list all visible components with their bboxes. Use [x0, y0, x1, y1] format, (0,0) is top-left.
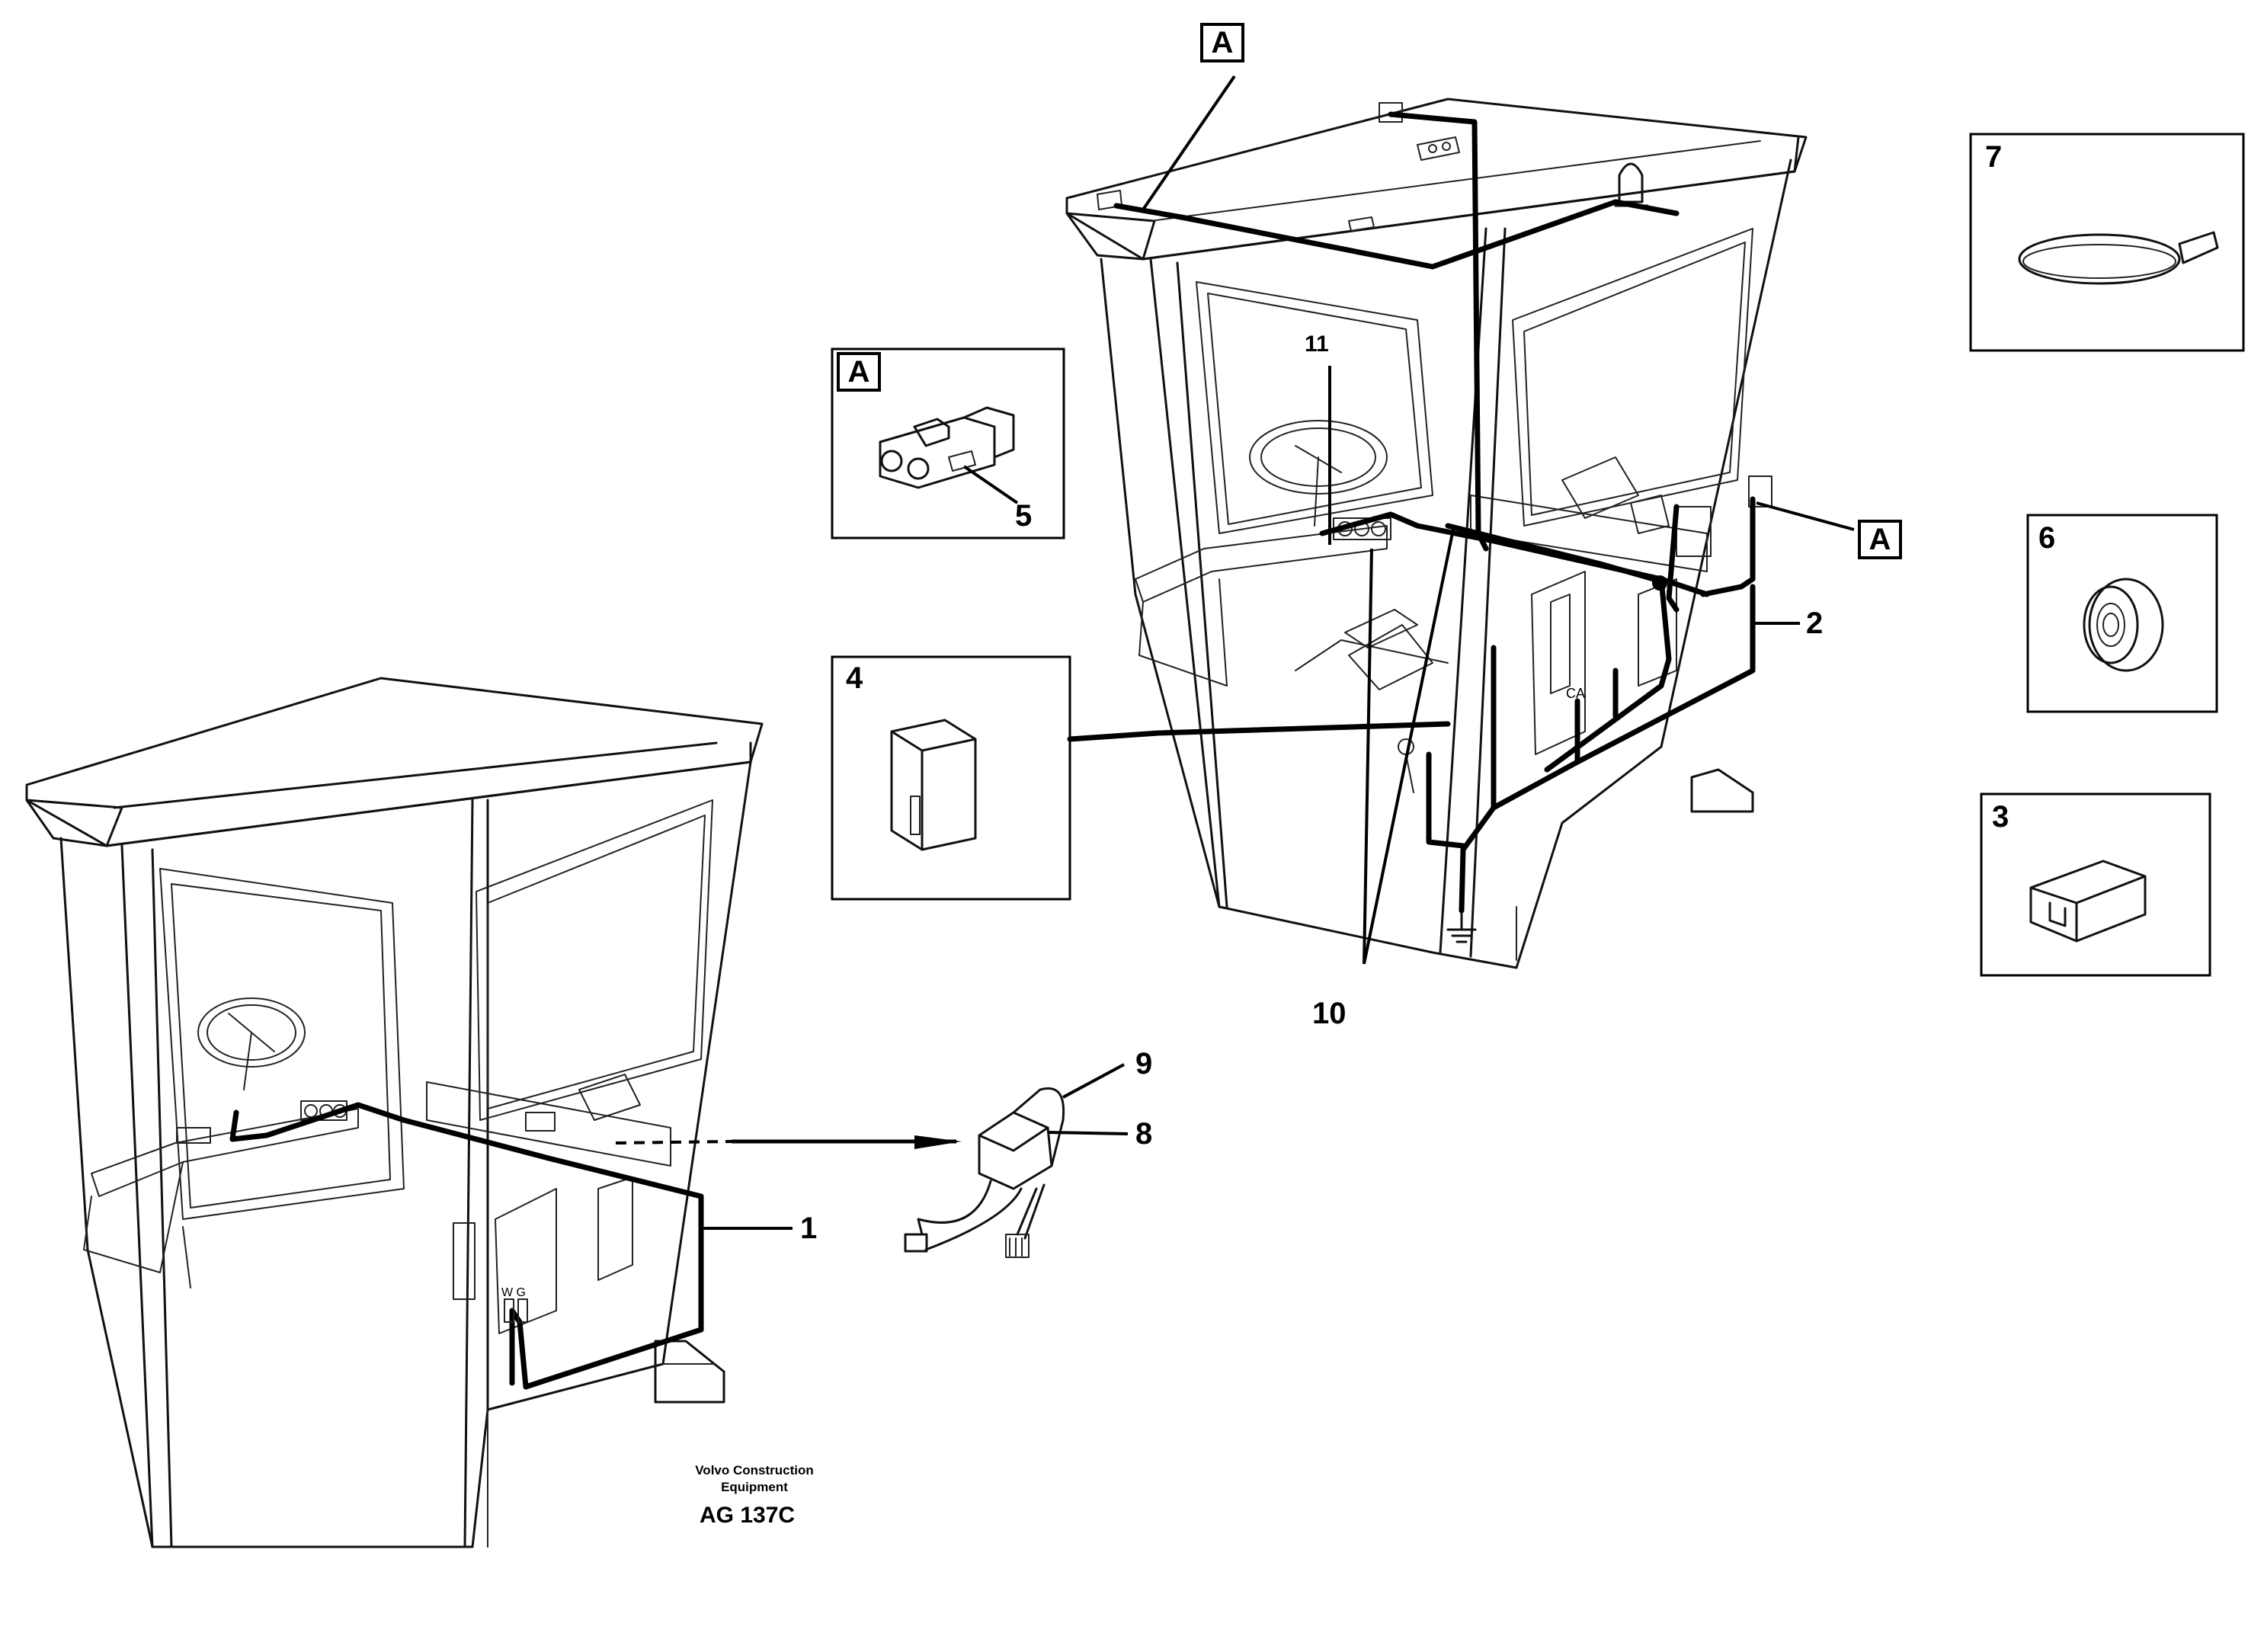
callout-11: 11: [1305, 331, 1329, 357]
footer-company-line1: Volvo Construction: [695, 1463, 814, 1478]
detail-box-item-4: [831, 655, 1071, 901]
callout-9: 9: [1135, 1047, 1153, 1081]
callout-8: 8: [1135, 1117, 1153, 1151]
leader-lines: [615, 75, 1855, 1230]
item-8-9-connector: [904, 1087, 1065, 1258]
detail-box-connector-5: [831, 347, 1065, 539]
view-a-marker-box: A: [837, 352, 881, 392]
callout-2: 2: [1806, 607, 1824, 640]
detail-box-housing-3: [1980, 792, 2211, 977]
panel-label-wg: W G: [501, 1286, 526, 1299]
right-cab-harness: [1113, 111, 1756, 914]
callout-7: 7: [1985, 140, 2003, 174]
callout-3: 3: [1992, 800, 2009, 834]
panel-label-ca: CA: [1566, 686, 1586, 701]
callout-6: 6: [2038, 521, 2056, 555]
footer-drawing-code: AG 137C: [700, 1503, 796, 1528]
view-a-marker-right: A: [1858, 520, 1902, 559]
callout-4: 4: [846, 661, 863, 695]
right-cab: [1065, 98, 1808, 969]
callout-5: 5: [1015, 499, 1033, 533]
left-cab-harness: [229, 1102, 704, 1390]
detail-box-cable-tie-7: [1969, 133, 2245, 352]
detail-box-grommet-6: [2026, 514, 2218, 713]
callout-1: 1: [800, 1212, 818, 1245]
callout-10: 10: [1312, 997, 1347, 1030]
footer-company-line2: Equipment: [721, 1480, 788, 1494]
left-cab: [25, 677, 764, 1548]
view-a-marker-top: A: [1200, 23, 1244, 62]
